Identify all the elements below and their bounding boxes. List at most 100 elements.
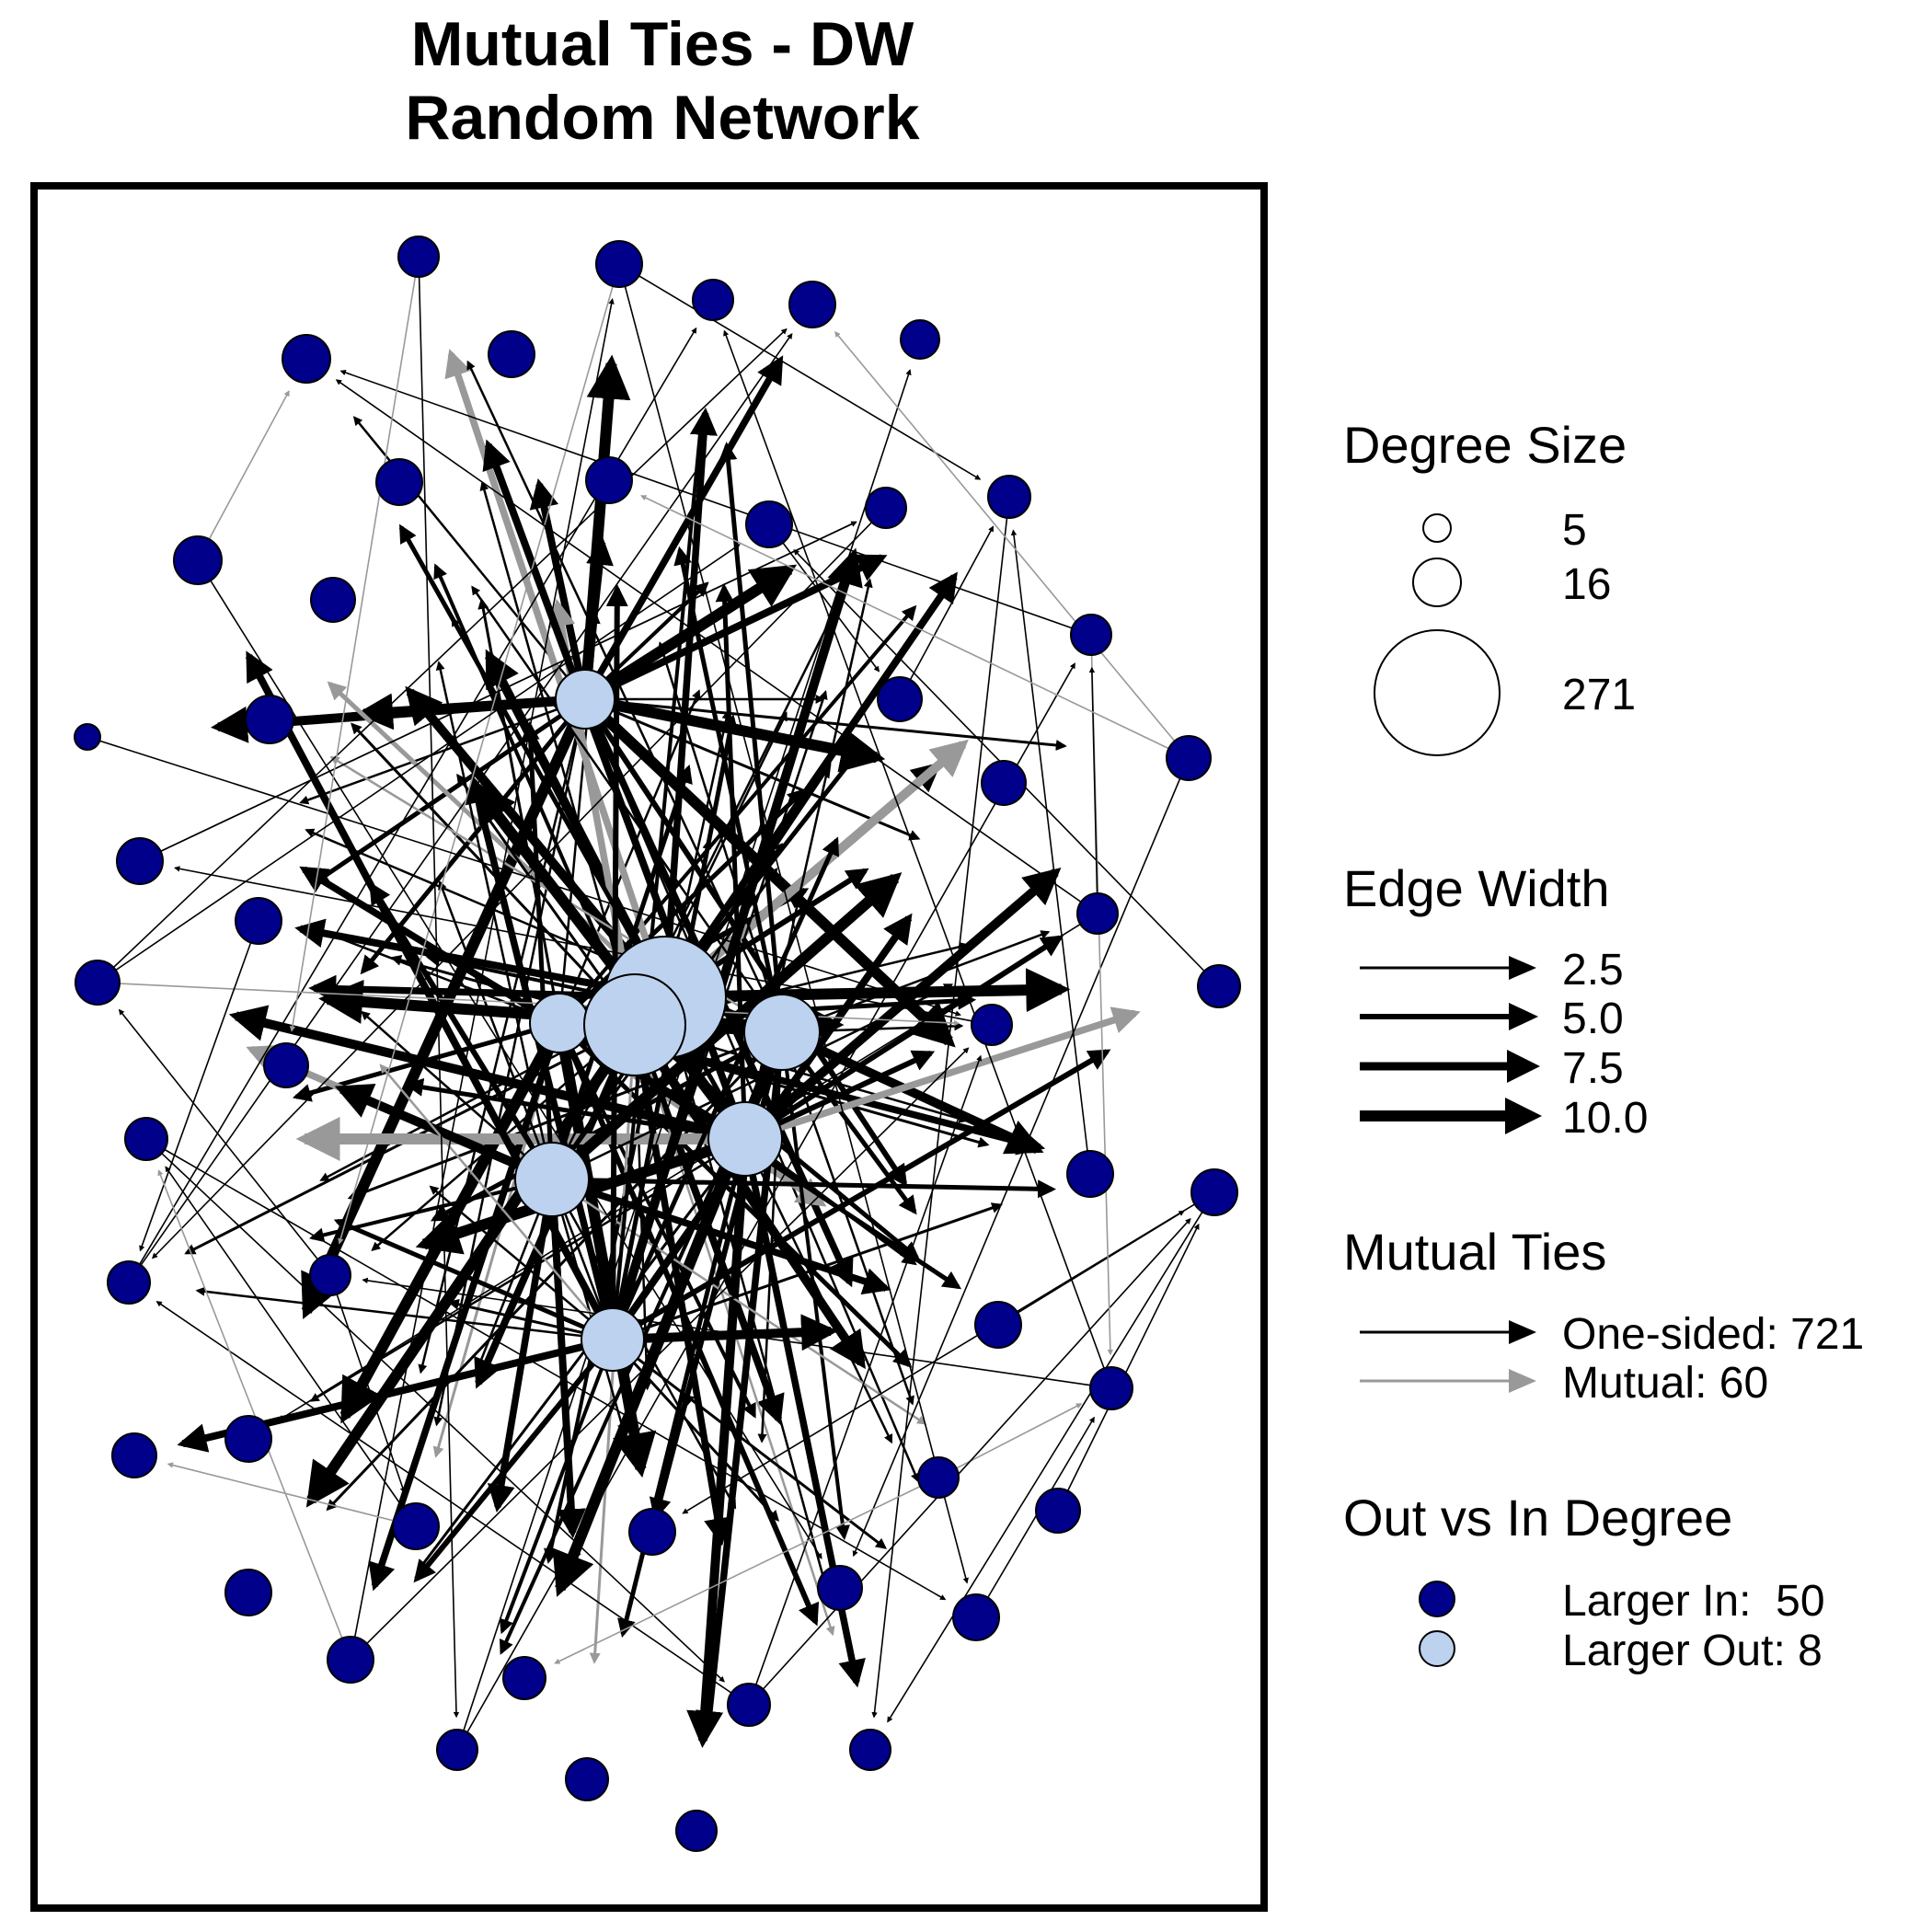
edge-one-sided <box>565 872 903 1169</box>
title-line-1: Mutual Ties - DW <box>410 9 914 79</box>
edge-one-sided <box>479 480 628 996</box>
edge-one-sided <box>614 547 863 1323</box>
node-larger-in <box>692 279 734 321</box>
node-larger-in <box>436 1729 478 1771</box>
node-larger-in <box>917 1456 960 1499</box>
node-larger-in <box>235 897 282 945</box>
edge-one-sided <box>682 1203 1196 1514</box>
node-larger-in <box>245 695 294 744</box>
edge-one-sided <box>719 442 783 1010</box>
edge-one-sided <box>499 1356 608 1635</box>
edge-one-sided <box>723 329 1105 1369</box>
node-larger-in <box>488 330 535 378</box>
nodes-layer <box>74 236 1241 1852</box>
edge-one-sided <box>627 1049 1111 1333</box>
edge-one-sided <box>573 1178 1056 1199</box>
node-larger-in <box>309 1254 351 1296</box>
node-larger-in <box>1089 1366 1133 1410</box>
edge-one-sided <box>438 880 607 1323</box>
edge-one-sided <box>1088 666 1098 894</box>
edge-one-sided <box>366 1047 970 1644</box>
node-larger-in <box>502 1656 546 1700</box>
edge-one-sided <box>663 407 718 961</box>
node-larger-out <box>583 973 686 1076</box>
edge-one-sided <box>1010 529 1088 1152</box>
edge-one-sided <box>475 1199 546 1374</box>
edge-one-sided <box>413 1351 604 1583</box>
edge-mutual <box>379 1064 602 1327</box>
edge-one-sided <box>583 536 614 683</box>
edge-one-sided <box>433 716 583 1427</box>
title-line-2: Random Network <box>405 83 920 153</box>
edge-one-sided <box>152 522 873 1259</box>
edge-one-sided <box>429 1185 600 1328</box>
edge-one-sided <box>627 1350 888 1549</box>
edge-one-sided <box>308 974 629 1003</box>
node-larger-in <box>111 1432 157 1478</box>
node-larger-in <box>1076 892 1119 935</box>
node-larger-in <box>310 577 356 623</box>
node-larger-in <box>282 334 331 384</box>
node-larger-in <box>75 960 121 1006</box>
edge-one-sided <box>624 1352 780 1522</box>
node-larger-in <box>375 458 423 506</box>
edge-one-sided <box>139 942 252 1252</box>
edge-one-sided <box>433 563 625 998</box>
edge-mutual <box>338 285 614 1245</box>
edge-one-sided <box>615 839 712 1322</box>
edge-mutual <box>157 1169 343 1639</box>
edge-one-sided <box>165 1166 404 1508</box>
edge-one-sided <box>184 1037 609 1255</box>
edge-one-sided <box>783 1054 850 1541</box>
edge-one-sided <box>613 418 708 1321</box>
node-larger-in <box>565 1757 609 1801</box>
node-larger-in <box>107 1260 151 1305</box>
edge-one-sided <box>417 1156 733 1572</box>
node-larger-in <box>397 236 440 278</box>
node-larger-in <box>1190 1168 1238 1216</box>
edge-one-sided <box>629 1202 1004 1335</box>
node-larger-in <box>900 319 940 360</box>
node-larger-in <box>788 281 836 328</box>
edge-one-sided <box>466 360 774 1013</box>
node-larger-in <box>865 487 907 529</box>
node-larger-in <box>849 1729 891 1771</box>
edge-one-sided <box>466 662 1075 1733</box>
edge-one-sided <box>673 546 780 1011</box>
node-larger-out <box>529 993 590 1053</box>
node-larger-in <box>392 1502 440 1550</box>
edge-one-sided <box>565 689 701 1007</box>
edge-one-sided <box>418 276 460 1719</box>
edge-one-sided <box>1066 1223 1200 1491</box>
edge-one-sided <box>99 740 961 1017</box>
edge-one-sided <box>694 868 869 981</box>
edge-one-sided <box>404 1077 724 1138</box>
edge-one-sided <box>570 1158 739 1562</box>
edge-one-sided <box>601 705 921 841</box>
node-larger-out <box>707 1101 783 1177</box>
node-larger-in <box>1035 1488 1081 1534</box>
node-larger-in <box>116 837 164 885</box>
edge-one-sided <box>335 379 1082 903</box>
node-larger-in <box>987 475 1031 519</box>
edge-one-sided <box>174 866 972 1022</box>
node-larger-in <box>1166 735 1212 781</box>
edge-one-sided <box>571 983 954 1171</box>
edge-one-sided <box>601 696 886 773</box>
edge-one-sided <box>887 1211 1203 1723</box>
edge-one-sided <box>112 328 788 969</box>
edge-one-sided <box>164 1148 947 1601</box>
edge-one-sided <box>871 517 1008 1719</box>
node-larger-out <box>743 994 821 1071</box>
edge-one-sided <box>753 1158 893 1444</box>
node-larger-in <box>974 1301 1022 1349</box>
node-larger-in <box>628 1508 676 1556</box>
node-larger-in <box>1070 614 1112 656</box>
edge-mutual <box>956 1403 1083 1469</box>
edge-one-sided <box>754 1054 983 1685</box>
edge-one-sided <box>228 1005 725 1139</box>
edge-mutual <box>554 1485 921 1664</box>
edge-one-sided <box>605 584 628 1321</box>
edge-one-sided <box>624 285 969 1584</box>
